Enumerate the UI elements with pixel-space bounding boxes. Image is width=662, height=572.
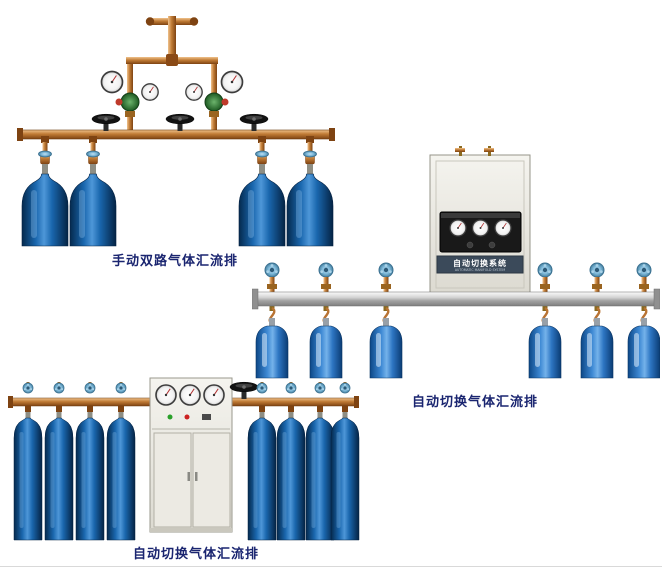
pressure-gauge bbox=[494, 219, 512, 237]
auto-switch-wall-manifold-illustration: 自动切换系统 AUTOMATIC MANIFOLD SYSTEM bbox=[252, 146, 660, 379]
gas-cylinder bbox=[21, 173, 69, 247]
shutoff-valve-handwheel bbox=[239, 113, 269, 132]
cabinet-gauge-panel bbox=[439, 211, 522, 253]
pressure-gauge bbox=[141, 83, 159, 101]
auto-switch-cabinet-manifold-illustration bbox=[8, 377, 360, 541]
gas-cylinder bbox=[330, 417, 360, 541]
shutoff-valve-handwheel bbox=[165, 113, 195, 132]
caption-auto-cabinet-manifold: 自动切换气体汇流排 bbox=[132, 547, 259, 562]
cabinet-door-left bbox=[153, 432, 192, 528]
gas-cylinder bbox=[75, 417, 105, 541]
gas-bottle bbox=[627, 317, 660, 379]
gas-bottle bbox=[255, 317, 289, 379]
indicator-light-red bbox=[184, 414, 190, 420]
cylinder-valve-station bbox=[86, 135, 100, 175]
pressure-gauge bbox=[179, 384, 201, 406]
manual-dual-manifold-illustration bbox=[17, 16, 335, 247]
manifold-header-pipe bbox=[17, 128, 335, 141]
gas-cylinder bbox=[276, 417, 306, 541]
caption-auto-wall-manifold: 自动切换气体汇流排 bbox=[411, 395, 538, 410]
gas-bottle bbox=[528, 317, 562, 379]
panel-switch bbox=[202, 414, 211, 420]
pressure-regulator-left bbox=[100, 64, 159, 134]
pressure-gauge bbox=[203, 384, 225, 406]
pressure-gauge bbox=[185, 83, 203, 101]
gas-bottle bbox=[369, 317, 403, 379]
gas-bottle bbox=[309, 317, 343, 379]
shutoff-valve-handwheel bbox=[229, 381, 259, 400]
manifold-riser-pipe bbox=[126, 16, 218, 66]
cabinet-name-plate: 自动切换系统 AUTOMATIC MANIFOLD SYSTEM bbox=[436, 255, 524, 274]
pressure-gauge bbox=[471, 219, 490, 237]
cylinder-valve-station bbox=[38, 135, 52, 175]
indicator-light-green bbox=[167, 414, 173, 420]
pressure-gauge bbox=[100, 70, 124, 94]
gas-cylinder bbox=[44, 417, 74, 541]
gas-cylinder bbox=[13, 417, 43, 541]
control-cabinet: 自动切换系统 AUTOMATIC MANIFOLD SYSTEM bbox=[429, 146, 531, 295]
gas-bottle bbox=[580, 317, 614, 379]
gas-cylinder bbox=[305, 417, 335, 541]
bottom-rule bbox=[0, 566, 662, 567]
gas-cylinder bbox=[69, 173, 117, 247]
pressure-regulator-right bbox=[185, 64, 244, 134]
control-cabinet bbox=[149, 377, 233, 533]
cabinet-door-right bbox=[192, 432, 231, 528]
gas-cylinder bbox=[106, 417, 136, 541]
pressure-gauge bbox=[220, 70, 244, 94]
shutoff-valve-handwheel bbox=[91, 113, 121, 132]
plate-subtitle: AUTOMATIC MANIFOLD SYSTEM bbox=[455, 268, 506, 272]
manifold-bar bbox=[252, 288, 660, 310]
caption-manual-dual-manifold: 手动双路气体汇流排 bbox=[111, 254, 238, 269]
pressure-gauge bbox=[449, 219, 467, 237]
plate-title: 自动切换系统 bbox=[453, 258, 507, 268]
pressure-gauge bbox=[155, 384, 177, 406]
gas-cylinder bbox=[247, 417, 277, 541]
